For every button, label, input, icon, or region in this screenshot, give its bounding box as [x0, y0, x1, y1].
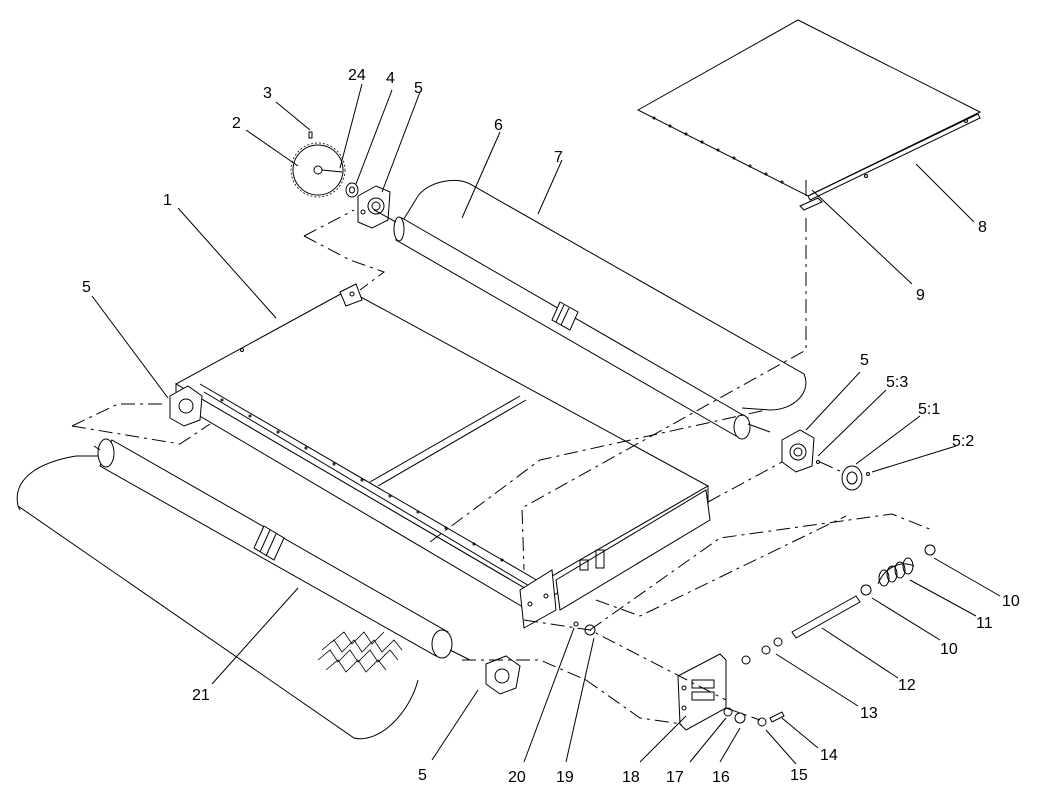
bearing-block-lower — [485, 655, 521, 695]
part-label-24: 24 — [348, 67, 366, 84]
part-label-11: 11 — [976, 615, 993, 632]
bearing-block-top — [357, 185, 391, 229]
belt-texture — [317, 631, 403, 673]
upper-roller — [373, 209, 771, 440]
part-label-10-upper: 10 — [1002, 593, 1020, 610]
part-label-5-left: 5 — [82, 279, 91, 296]
part-label-14: 14 — [820, 747, 838, 764]
part-label-5-2: 5:2 — [952, 433, 974, 450]
part-label-12: 12 — [898, 677, 916, 694]
part-label-5-bottom: 5 — [418, 767, 427, 784]
part-label-7: 7 — [554, 149, 563, 166]
part-label-21: 21 — [192, 687, 210, 704]
part-label-20: 20 — [508, 769, 526, 786]
cover-plate — [636, 19, 982, 211]
part-label-4: 4 — [386, 70, 395, 87]
washer-part — [345, 182, 359, 198]
part-label-5-3: 5:3 — [886, 374, 908, 391]
part-label-5-top: 5 — [414, 80, 423, 97]
leader-lines — [91, 83, 1001, 765]
bearing-insert — [816, 460, 870, 491]
part-label-17: 17 — [666, 769, 684, 786]
part-label-3: 3 — [263, 85, 272, 102]
lower-roller — [93, 438, 471, 661]
main-frame — [174, 283, 711, 629]
tensioner-bracket — [677, 653, 727, 731]
part-labels: 1 2 3 24 4 5 6 7 8 9 5 5 5:3 5:1 5:2 10 … — [82, 67, 1020, 786]
upper-belt — [401, 180, 807, 411]
part-label-15: 15 — [790, 767, 808, 784]
assembly-centerlines — [71, 209, 933, 725]
part-label-10-lower: 10 — [940, 641, 958, 658]
part-label-18: 18 — [622, 769, 640, 786]
part-label-6: 6 — [494, 117, 503, 134]
part-label-2: 2 — [232, 115, 241, 132]
part-label-13: 13 — [860, 705, 878, 722]
part-label-8: 8 — [978, 219, 987, 236]
tensioner-hardware — [573, 544, 936, 727]
part-label-5-right: 5 — [860, 352, 869, 369]
bearing-block-right — [781, 429, 815, 473]
bearing-block-left — [169, 385, 203, 427]
part-label-5-1: 5:1 — [918, 401, 940, 418]
part-label-9: 9 — [916, 287, 925, 304]
lower-belt — [16, 455, 419, 740]
part-label-19: 19 — [556, 769, 574, 786]
part-label-1: 1 — [163, 192, 172, 209]
sprocket-part — [290, 131, 346, 198]
part-label-16: 16 — [712, 769, 730, 786]
